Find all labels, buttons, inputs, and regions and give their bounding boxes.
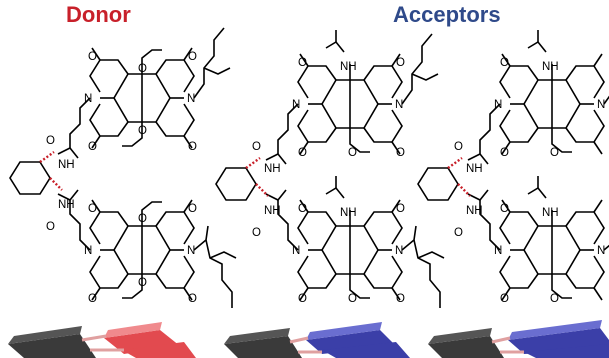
atom-n: N xyxy=(187,93,195,105)
atom-n: N xyxy=(494,245,502,257)
atom-o: O xyxy=(298,147,307,159)
atom-o: O xyxy=(188,203,197,215)
atom-n: N xyxy=(292,99,300,111)
acceptor-molecule-1 xyxy=(214,29,445,309)
atom-o: O xyxy=(500,147,509,159)
atom-nh: NH xyxy=(264,205,281,217)
atom-n: N xyxy=(395,245,403,257)
stack-cartoon-acceptor-1 xyxy=(224,322,410,358)
atom-o: O xyxy=(46,135,55,147)
atom-nh: NH xyxy=(264,163,281,175)
atom-nh: NH xyxy=(542,207,559,219)
atom-o: O xyxy=(500,203,509,215)
atom-n: N xyxy=(84,245,92,257)
atom-o: O xyxy=(298,293,307,305)
atom-n: N xyxy=(292,245,300,257)
atom-o: O xyxy=(396,203,405,215)
atom-o: O xyxy=(88,141,97,153)
atom-n: N xyxy=(187,245,195,257)
atom-o: O xyxy=(138,277,147,289)
atom-o: O xyxy=(188,51,197,63)
atom-nh: NH xyxy=(58,159,75,171)
atom-o: O xyxy=(46,221,55,233)
atom-o: O xyxy=(88,203,97,215)
atom-o: O xyxy=(188,141,197,153)
atom-o: O xyxy=(252,141,261,153)
donor-molecule xyxy=(8,27,237,309)
atom-o: O xyxy=(138,213,147,225)
acceptor-molecule-2 xyxy=(416,29,609,309)
atom-nh: NH xyxy=(466,205,483,217)
atom-o: O xyxy=(550,293,559,305)
donor-label-text: Donor xyxy=(66,2,131,27)
atom-o: O xyxy=(88,293,97,305)
atom-o: O xyxy=(550,147,559,159)
atom-o: O xyxy=(298,57,307,69)
atom-nh: NH xyxy=(542,61,559,73)
stack-cartoon-donor xyxy=(8,322,196,358)
atom-o: O xyxy=(396,293,405,305)
atom-o: O xyxy=(298,203,307,215)
atom-o: O xyxy=(348,147,357,159)
atom-o: O xyxy=(454,227,463,239)
atom-n: N xyxy=(597,245,605,257)
atom-o: O xyxy=(500,293,509,305)
atom-o: O xyxy=(138,63,147,75)
atom-nh: NH xyxy=(340,61,357,73)
stack-cartoon-acceptor-2 xyxy=(428,320,609,358)
atom-o: O xyxy=(396,147,405,159)
atom-o: O xyxy=(454,141,463,153)
atom-labels: N N N N O O O O O O O O O O O O O NH NH … xyxy=(46,51,605,305)
atom-nh: NH xyxy=(340,207,357,219)
acceptors-label-text: Acceptors xyxy=(393,2,501,27)
atom-n: N xyxy=(84,93,92,105)
donor-label: Donor xyxy=(66,2,131,28)
atom-o: O xyxy=(88,51,97,63)
atom-n: N xyxy=(395,99,403,111)
atom-n: N xyxy=(494,99,502,111)
atom-o: O xyxy=(396,57,405,69)
atom-o: O xyxy=(138,125,147,137)
atom-nh: NH xyxy=(466,163,483,175)
acceptors-label: Acceptors xyxy=(393,2,501,28)
atom-o: O xyxy=(500,57,509,69)
atom-o: O xyxy=(348,293,357,305)
atom-o: O xyxy=(188,293,197,305)
atom-n: N xyxy=(597,99,605,111)
atom-nh: NH xyxy=(58,199,75,211)
atom-o: O xyxy=(252,227,261,239)
